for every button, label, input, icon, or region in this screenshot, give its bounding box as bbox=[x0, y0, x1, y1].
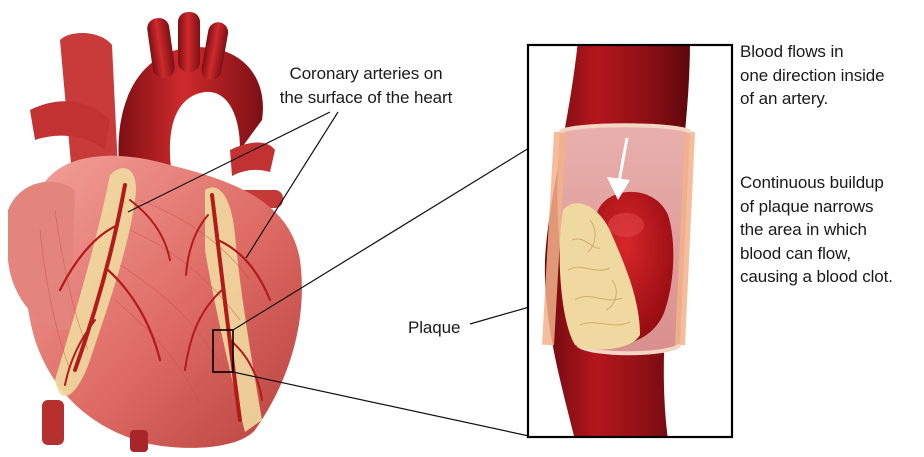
flow-line-3: of an artery. bbox=[740, 87, 920, 111]
plaque-buildup-caption: Continuous buildup of plaque narrows the… bbox=[740, 171, 922, 289]
flow-line-2: one direction inside bbox=[740, 64, 920, 88]
vessel-branch-2 bbox=[178, 12, 200, 72]
artery-cross-section bbox=[528, 40, 732, 440]
magnify-line-bottom bbox=[233, 372, 529, 436]
buildup-line-3: the area in which bbox=[740, 218, 922, 242]
pulmonary-artery-right bbox=[230, 143, 275, 177]
inferior-vena-cava bbox=[42, 400, 64, 445]
flow-line-1: Blood flows in bbox=[740, 40, 920, 64]
buildup-line-4: blood can flow, bbox=[740, 242, 922, 266]
buildup-line-1: Continuous buildup bbox=[740, 171, 922, 195]
plaque-label: Plaque bbox=[408, 316, 460, 340]
descending-aorta bbox=[130, 430, 148, 452]
buildup-line-2: of plaque narrows bbox=[740, 195, 922, 219]
coronary-label-line-2: the surface of the heart bbox=[258, 86, 474, 110]
coronary-label-line-1: Coronary arteries on bbox=[258, 62, 474, 86]
buildup-line-5: causing a blood clot. bbox=[740, 265, 922, 289]
coronary-arteries-label: Coronary arteries on the surface of the … bbox=[258, 62, 474, 109]
blood-flow-caption: Blood flows in one direction inside of a… bbox=[740, 40, 920, 111]
right-atrium bbox=[8, 182, 75, 330]
